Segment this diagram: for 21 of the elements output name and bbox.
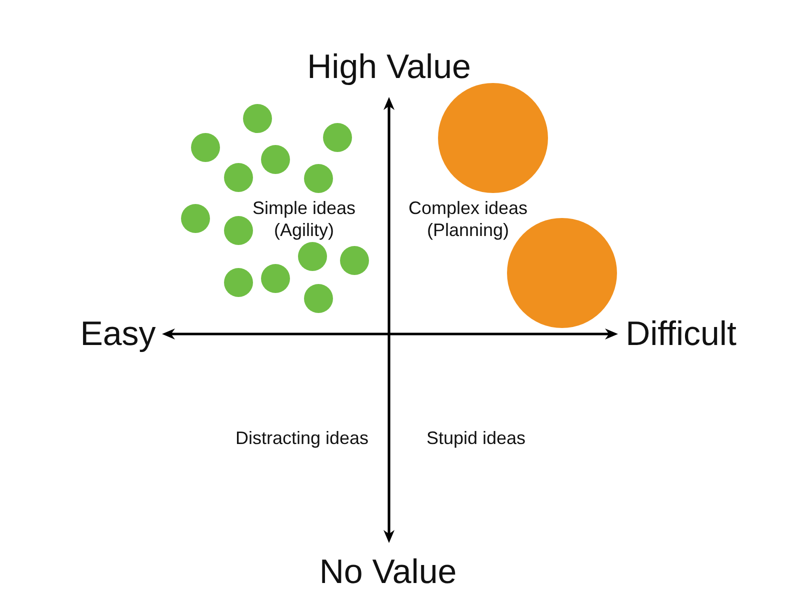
small-dot — [340, 246, 368, 274]
small-dot — [224, 268, 252, 296]
quadrant-label: Simple ideas (Agility) — [251, 197, 357, 241]
axis-label: Difficult — [626, 314, 736, 354]
quadrant-label: Distracting ideas — [235, 427, 369, 449]
small-dot — [224, 162, 252, 192]
small-dot — [304, 164, 332, 192]
quadrant-label: Stupid ideas — [426, 427, 526, 449]
quadrant-label: Complex ideas (Planning) — [407, 197, 529, 241]
small-dot — [322, 122, 352, 152]
small-dot — [260, 264, 290, 292]
small-dot — [242, 104, 272, 132]
small-dot — [298, 242, 326, 270]
axis-label: High Value — [307, 47, 471, 87]
small-dot — [260, 144, 290, 174]
small-dot — [180, 204, 210, 232]
small-dot — [190, 132, 220, 162]
axis-label: Easy — [80, 314, 156, 354]
axis-label: No Value — [319, 552, 457, 592]
small-dot — [224, 216, 252, 244]
small-dot — [304, 284, 332, 312]
